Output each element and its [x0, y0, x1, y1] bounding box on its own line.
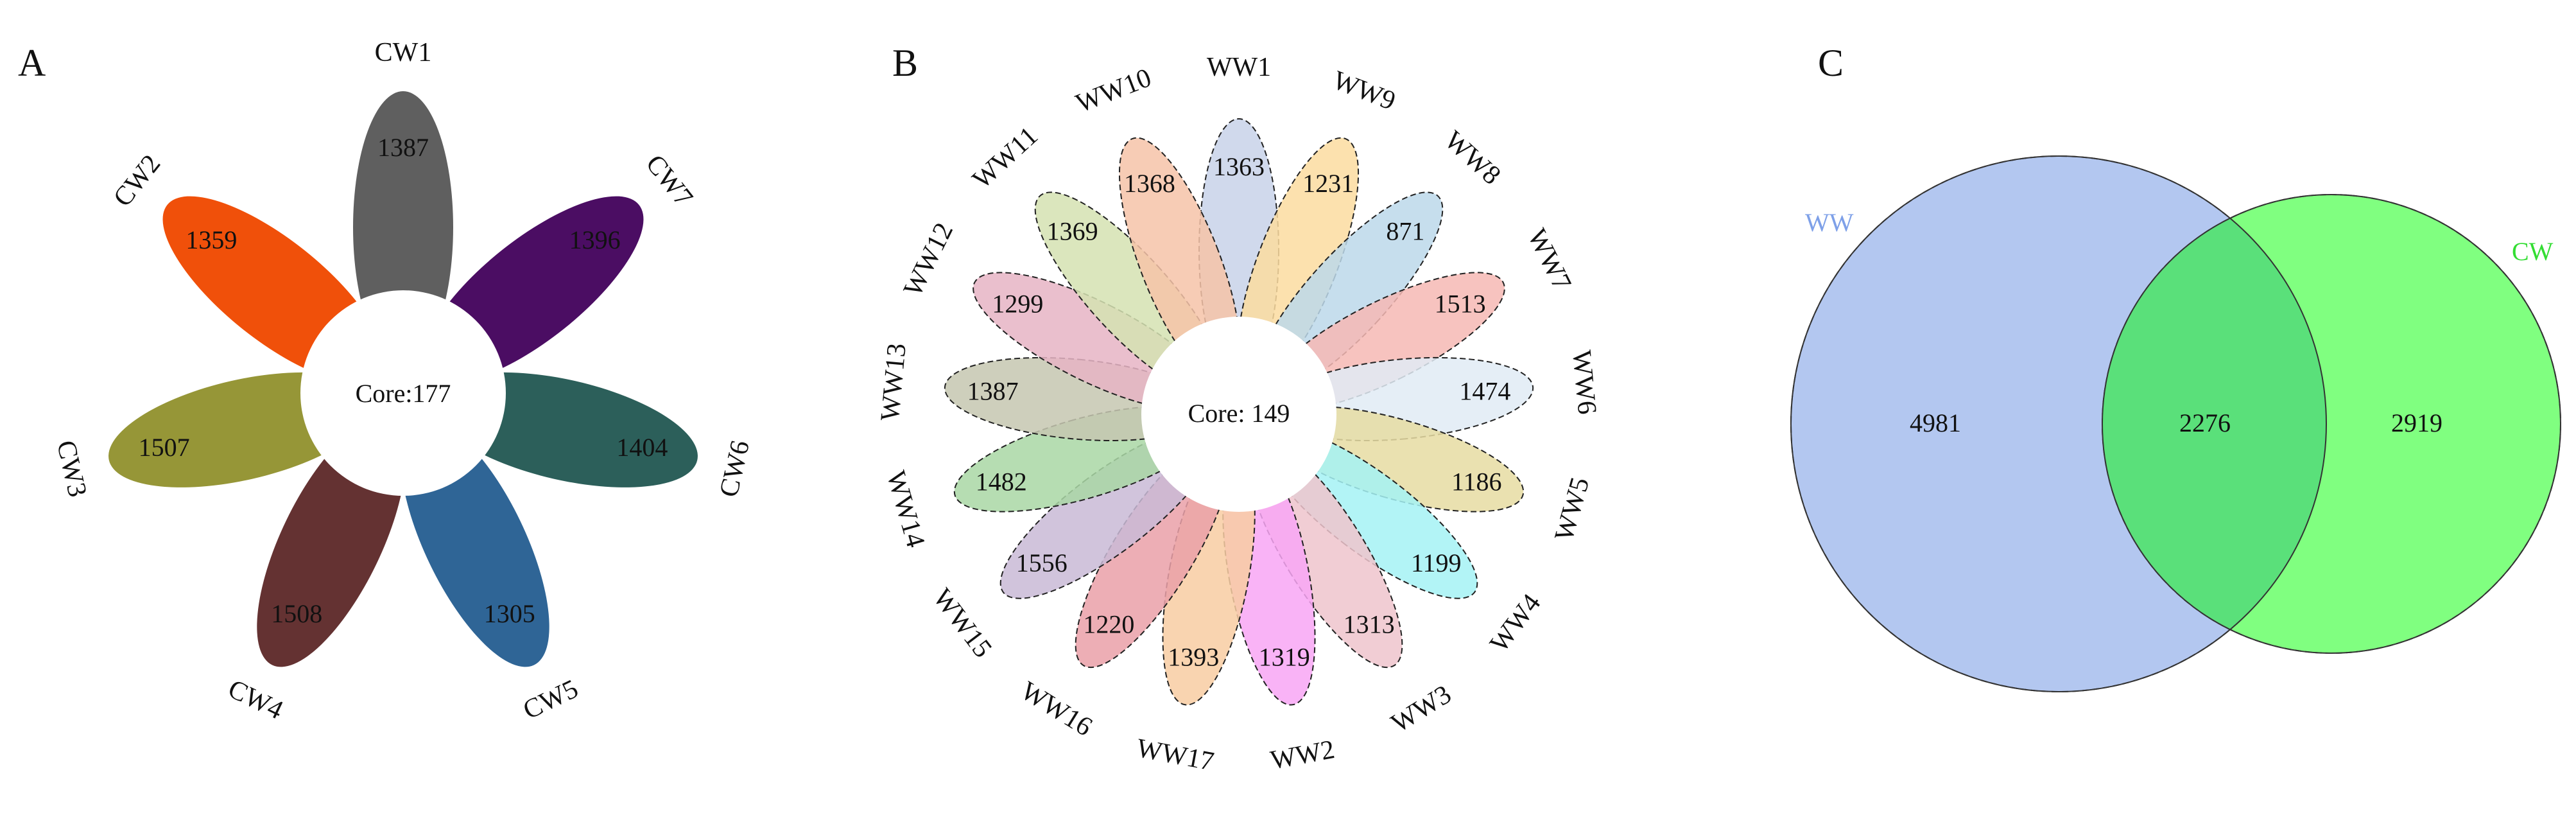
flower-a-core-circle — [300, 290, 506, 496]
petal-value-cw2: 1359 — [186, 225, 237, 254]
petal-value-ww11: 1369 — [1047, 216, 1098, 245]
venn-value-cw-only: 2919 — [2391, 408, 2442, 437]
venn-label-ww: WW — [1805, 208, 1854, 237]
petal-value-cw1: 1387 — [377, 133, 429, 162]
petal-label-ww17: WW17 — [1134, 733, 1216, 777]
petal-label-cw6: CW6 — [714, 438, 756, 500]
venn-outline-ww — [1790, 155, 2327, 692]
petal-value-ww17: 1393 — [1168, 642, 1219, 671]
petal-label-cw4: CW4 — [223, 674, 288, 726]
venn-value-ww-only: 4981 — [1910, 408, 1961, 437]
petal-label-ww11: WW11 — [967, 121, 1043, 195]
venn-overlap-region — [2102, 195, 2326, 653]
flower-a-core-label: Core:177 — [356, 379, 451, 408]
petal-label-ww10: WW10 — [1072, 63, 1155, 119]
petal-label-cw5: CW5 — [519, 674, 583, 726]
petal-value-ww8: 871 — [1386, 216, 1424, 245]
venn-value-overlap: 2276 — [2179, 408, 2231, 437]
petal-value-ww10: 1368 — [1124, 169, 1175, 198]
petal-label-cw2: CW2 — [108, 150, 166, 213]
panel-b-letter: B — [892, 42, 918, 84]
venn-outline-cw — [2102, 194, 2561, 654]
petal-label-ww1: WW1 — [1207, 53, 1271, 82]
petal-label-ww4: WW4 — [1484, 589, 1546, 658]
petal-label-ww13: WW13 — [876, 342, 912, 423]
petal-value-cw6: 1404 — [616, 433, 668, 462]
petal-value-ww2: 1319 — [1259, 642, 1310, 671]
venn-label-cw: CW — [2512, 237, 2554, 266]
petal-label-cw1: CW1 — [375, 38, 432, 67]
petal-value-ww14: 1482 — [976, 467, 1027, 496]
petal-label-ww8: WW8 — [1439, 125, 1506, 191]
petal-value-cw7: 1396 — [569, 225, 621, 254]
petal-label-ww5: WW5 — [1550, 474, 1596, 544]
petal-value-ww13: 1387 — [967, 376, 1019, 405]
petal-label-ww9: WW9 — [1329, 66, 1399, 116]
venn-diagram-c: C WW CW 4981 2276 2919 — [1790, 42, 2561, 692]
flower-diagram-b: B Core: 149 1363 WW1 1231 WW9 871 WW8 1513 WW7 1… — [876, 42, 1602, 777]
petal-label-ww15: WW15 — [927, 583, 998, 663]
petal-label-ww16: WW16 — [1016, 676, 1097, 742]
petal-value-cw3: 1507 — [139, 433, 190, 462]
petal-value-ww9: 1231 — [1302, 169, 1354, 198]
petal-value-cw4: 1508 — [271, 599, 322, 628]
flower-b-core-label: Core: 149 — [1188, 399, 1290, 428]
petal-label-ww6: WW6 — [1566, 349, 1602, 416]
petal-value-ww15: 1556 — [1016, 548, 1068, 577]
petal-value-ww1: 1363 — [1213, 152, 1265, 181]
petal-label-ww2: WW2 — [1268, 735, 1337, 776]
petal-value-ww5: 1186 — [1451, 467, 1502, 496]
petal-label-ww12: WW12 — [898, 218, 959, 301]
panel-c-letter: C — [1818, 42, 1844, 84]
petal-label-ww3: WW3 — [1387, 679, 1457, 739]
petal-value-cw5: 1305 — [484, 599, 535, 628]
flower-b-core-circle — [1141, 317, 1336, 512]
petal-value-ww4: 1199 — [1411, 548, 1462, 577]
petal-value-ww12: 1299 — [992, 289, 1043, 318]
petal-label-cw3: CW3 — [51, 438, 92, 500]
petal-label-cw7: CW7 — [640, 150, 698, 213]
panel-a-letter: A — [18, 42, 46, 84]
petal-value-ww16: 1220 — [1083, 609, 1134, 638]
petal-value-ww6: 1474 — [1459, 376, 1510, 405]
petal-value-ww7: 1513 — [1435, 289, 1486, 318]
petal-value-ww3: 1313 — [1344, 609, 1395, 638]
petal-label-ww14: WW14 — [881, 468, 930, 550]
petal-label-ww7: WW7 — [1521, 224, 1577, 295]
